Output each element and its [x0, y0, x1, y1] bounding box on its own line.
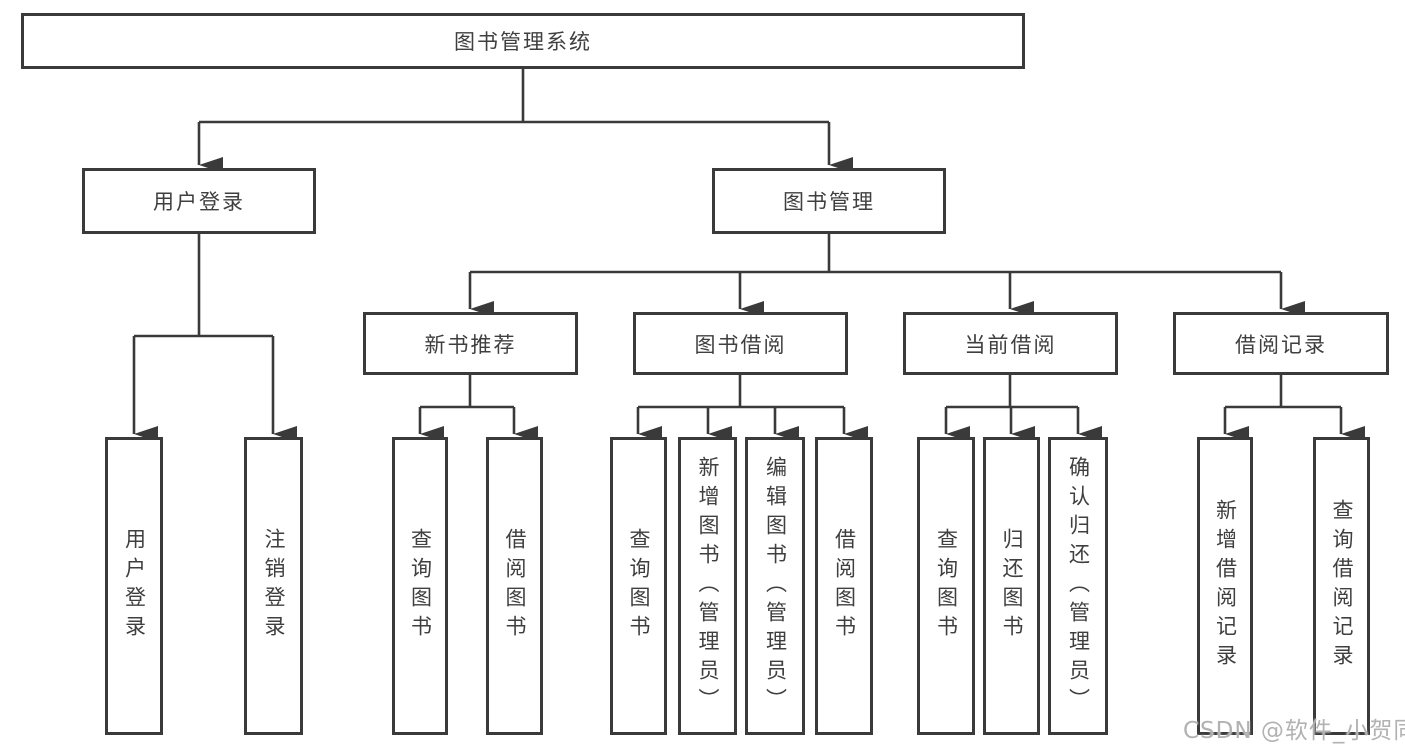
node-label: 借阅图书 — [832, 528, 857, 644]
node-leaf-query-borrow-record: 查询借阅记录 — [1313, 437, 1370, 735]
node-label: 查询借阅记录 — [1330, 499, 1354, 673]
node-book-borrow: 图书借阅 — [633, 312, 848, 375]
node-leaf-add-book-admin: 新增图书（管理员） — [678, 437, 737, 735]
node-label: 当前借阅 — [964, 332, 1057, 357]
node-label: 用户登录 — [153, 190, 245, 214]
node-label: 新书推荐 — [424, 332, 517, 357]
node-leaf-user-login: 用户登录 — [105, 437, 163, 735]
node-new-book-recommend: 新书推荐 — [363, 312, 578, 375]
node-label: 查询图书 — [627, 528, 651, 644]
node-label: 查询图书 — [934, 528, 959, 644]
node-label: 借阅记录 — [1235, 332, 1327, 357]
node-label: 用户登录 — [122, 528, 147, 644]
node-leaf-return-book: 归还图书 — [983, 437, 1040, 735]
node-book-management: 图书管理 — [712, 168, 946, 234]
node-label: 图书管理 — [783, 190, 875, 214]
node-label: 新增图书（管理员） — [696, 455, 720, 717]
node-leaf-logout: 注销登录 — [244, 437, 303, 735]
node-user-login: 用户登录 — [82, 168, 316, 234]
node-leaf-borrow-book-2: 借阅图书 — [815, 437, 873, 735]
node-label: 归还图书 — [1000, 528, 1024, 644]
csdn-watermark: CSDN @软件_小贺同学 — [1183, 718, 1405, 744]
node-label: 图书借阅 — [694, 332, 787, 357]
node-leaf-query-book-3: 查询图书 — [917, 437, 975, 735]
node-leaf-borrow-book-1: 借阅图书 — [486, 437, 543, 735]
node-label: 新增借阅记录 — [1213, 499, 1238, 673]
node-leaf-edit-book-admin: 编辑图书（管理员） — [745, 437, 805, 735]
node-library-management-system: 图书管理系统 — [21, 13, 1025, 69]
node-leaf-add-borrow-record: 新增借阅记录 — [1197, 437, 1253, 735]
node-label: 借阅图书 — [503, 528, 527, 644]
node-leaf-query-book-2: 查询图书 — [610, 437, 667, 735]
node-borrow-record: 借阅记录 — [1173, 312, 1389, 375]
node-leaf-confirm-return-admin: 确认归还（管理员） — [1048, 437, 1108, 735]
node-label: 查询图书 — [408, 528, 433, 644]
node-label: 注销登录 — [262, 528, 286, 644]
node-label: 图书管理系统 — [454, 30, 592, 54]
node-current-borrow: 当前借阅 — [903, 312, 1118, 375]
node-leaf-query-book-1: 查询图书 — [392, 437, 448, 735]
node-label: 确认归还（管理员） — [1066, 455, 1091, 717]
node-label: 编辑图书（管理员） — [763, 455, 788, 717]
